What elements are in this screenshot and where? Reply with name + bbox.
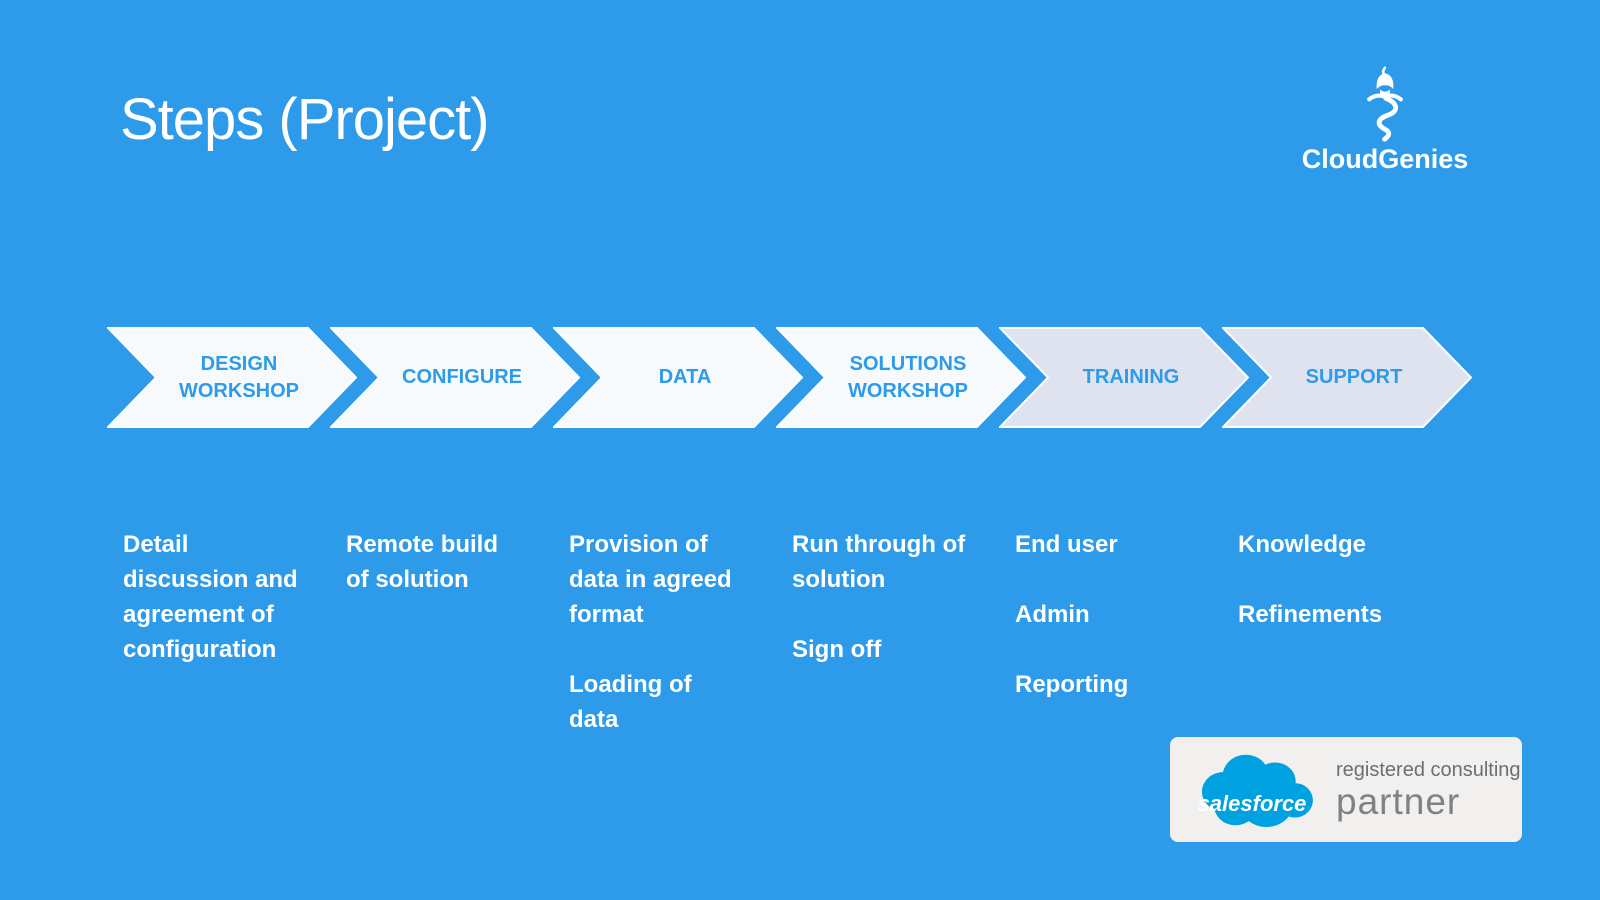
salesforce-partner-badge: salesforce registered consulting partner <box>1170 737 1522 842</box>
detail-paragraph: End user <box>1015 531 1118 558</box>
step-details: Detail discussion and agreement of confi… <box>123 527 301 702</box>
chevron-shape <box>1222 327 1472 428</box>
partner-badge-line2: partner <box>1336 780 1461 822</box>
cloudgenies-wordmark: CloudGenies <box>1301 144 1469 174</box>
chevron-label: DESIGN WORKSHOP <box>179 352 299 402</box>
detail-paragraph: Run through of solution <box>792 531 966 593</box>
detail-paragraph: Sign off <box>792 636 882 663</box>
salesforce-cloud-logo: salesforce <box>1192 747 1322 833</box>
salesforce-wordmark: salesforce <box>1197 790 1307 816</box>
detail-paragraph: Admin <box>1015 601 1090 628</box>
chevron-label: DATA <box>658 366 712 388</box>
chevron-shape <box>107 327 357 428</box>
page-title: Steps (Project) <box>120 87 490 152</box>
detail-paragraph: Loading of data <box>569 671 692 733</box>
chevron-label: SUPPORT <box>1305 366 1403 388</box>
chevron-step: DESIGN WORKSHOP <box>107 327 357 428</box>
genie-icon <box>1367 66 1403 142</box>
detail-paragraph: Knowledge <box>1238 531 1367 558</box>
details-row: Detail discussion and agreement of confi… <box>0 527 1600 807</box>
chevron-step: DATA <box>553 327 803 428</box>
partner-badge-text: registered consulting partner <box>1336 760 1521 820</box>
salesforce-cloud-icon <box>1201 754 1313 827</box>
cloudgenies-logo: CloudGenies <box>1295 64 1475 175</box>
detail-paragraph: Refinements <box>1238 601 1383 628</box>
step-details: Remote build of solution <box>346 527 524 632</box>
chevron-label: TRAINING <box>1082 366 1180 388</box>
process-band: DESIGN WORKSHOP CONFIGURE DATA SOLUTIONS WO… <box>0 327 1600 428</box>
chevron-shape <box>999 327 1249 428</box>
chevron-shape <box>776 327 1026 428</box>
chevron-shape <box>330 327 580 428</box>
chevron-step: SOLUTIONS WORKSHOP <box>776 327 1026 428</box>
detail-paragraph: Provision of data in agreed format <box>569 531 732 628</box>
chevron-step: SUPPORT <box>1222 327 1472 428</box>
chevron-step: TRAINING <box>999 327 1249 428</box>
chevron-shape <box>553 327 803 428</box>
detail-paragraph: Reporting <box>1015 671 1129 698</box>
chevron-step: CONFIGURE <box>330 327 580 428</box>
chevron-label: SOLUTIONS WORKSHOP <box>848 352 968 402</box>
partner-badge-line1: registered consulting <box>1336 758 1521 781</box>
detail-paragraph: Remote build of solution <box>346 531 499 593</box>
detail-paragraph: Detail discussion and agreement of confi… <box>123 531 298 663</box>
chevron-label: CONFIGURE <box>402 366 522 388</box>
